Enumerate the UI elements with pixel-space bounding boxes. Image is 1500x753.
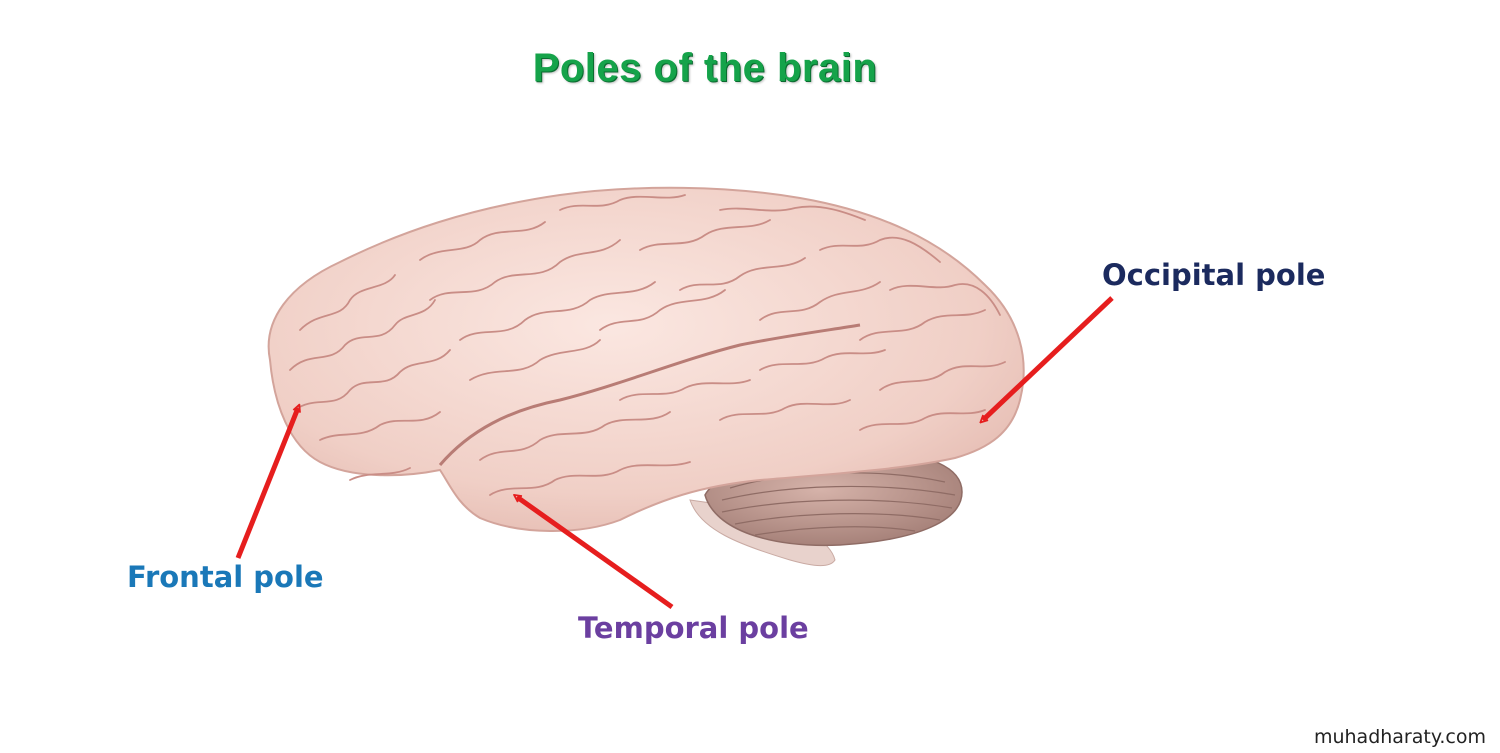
- cerebrum: [267, 186, 1025, 532]
- watermark: muhadharaty.com: [1313, 726, 1486, 748]
- label-occipital-pole: Occipital pole: [1102, 258, 1326, 292]
- label-temporal-pole: Temporal pole: [578, 611, 809, 645]
- arrow-occipital: [983, 296, 1114, 420]
- arrow-temporal: [517, 497, 674, 610]
- label-frontal-pole: Frontal pole: [127, 560, 324, 594]
- arrow-frontal: [235, 408, 298, 559]
- page-title: Poles of the brain: [532, 46, 878, 90]
